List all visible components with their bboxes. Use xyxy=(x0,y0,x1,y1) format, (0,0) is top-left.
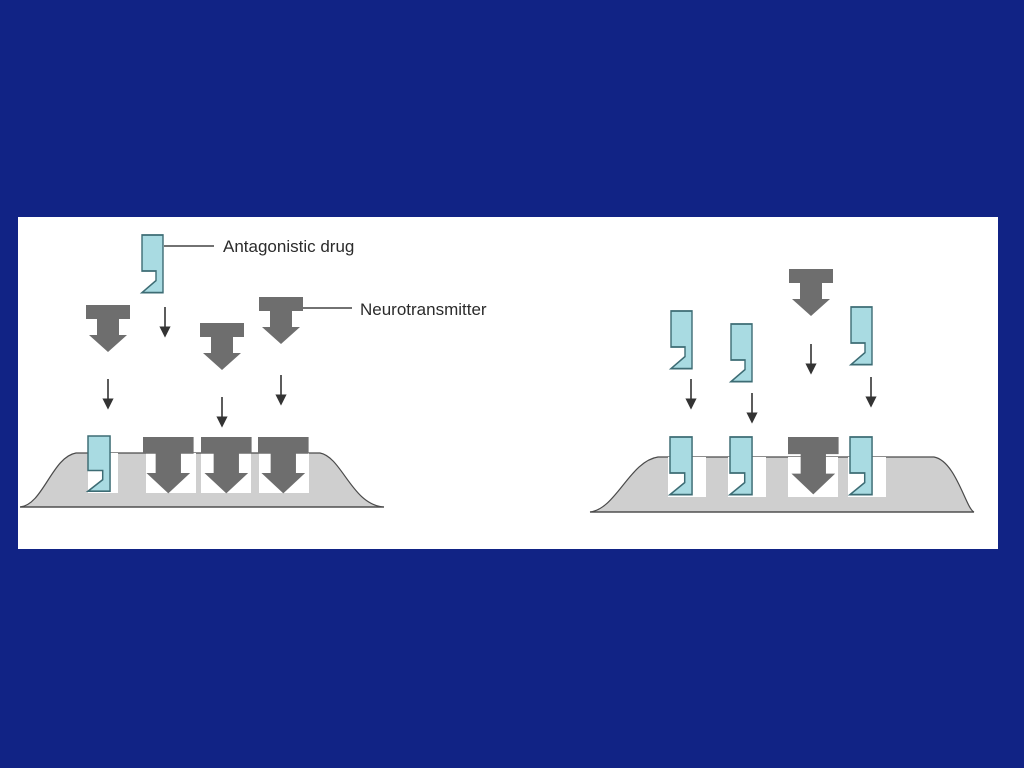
cell-membrane xyxy=(589,456,975,513)
receptor-antagonist-diagram: Antagonistic drug Neurotransmitter xyxy=(19,234,975,513)
neurotransmitter-label: Neurotransmitter xyxy=(360,300,487,319)
antagonistic-drug-label: Antagonistic drug xyxy=(223,237,354,256)
free-neurotransmitter xyxy=(259,297,303,344)
free-neurotransmitter xyxy=(789,269,833,316)
free-antagonistic-drug xyxy=(670,310,693,370)
free-neurotransmitter xyxy=(86,305,130,352)
free-antagonistic-drug xyxy=(141,234,164,294)
free-antagonistic-drug xyxy=(850,306,873,366)
left-panel: Antagonistic drug Neurotransmitter xyxy=(19,234,487,508)
free-antagonistic-drug xyxy=(730,323,753,383)
figure-panel: Antagonistic drug Neurotransmitter xyxy=(18,217,998,549)
free-neurotransmitter xyxy=(200,323,244,370)
right-panel xyxy=(589,269,975,513)
